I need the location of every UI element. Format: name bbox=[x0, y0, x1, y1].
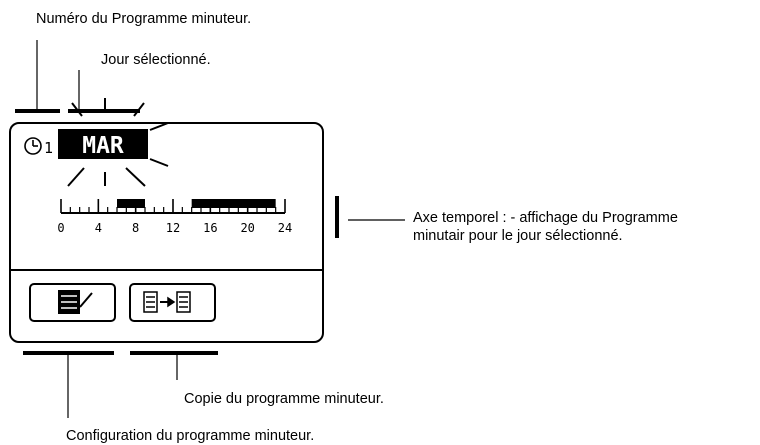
time-axis-tick-label: 24 bbox=[278, 221, 292, 235]
copy-program-icon bbox=[143, 291, 191, 313]
label-time-axis-line1: Axe temporel : - affichage du Programme bbox=[413, 210, 678, 226]
time-axis-tick-label: 20 bbox=[240, 221, 254, 235]
configure-program-button[interactable] bbox=[29, 283, 116, 322]
label-selected-day: Jour sélectionné. bbox=[101, 52, 211, 68]
time-axis-tick-label: 8 bbox=[132, 221, 139, 235]
clock-icon bbox=[24, 137, 42, 155]
time-axis: 0 4 8 12 16 20 24 bbox=[57, 199, 292, 235]
time-axis-tick-label: 4 bbox=[95, 221, 102, 235]
time-axis-tick-label: 0 bbox=[57, 221, 64, 235]
time-axis-tick-label: 12 bbox=[166, 221, 180, 235]
program-active-segment bbox=[191, 199, 276, 208]
label-copy-program: Copie du programme minuteur. bbox=[184, 391, 384, 407]
blink-rays bbox=[67, 98, 169, 187]
label-program-number: Numéro du Programme minuteur. bbox=[36, 11, 252, 27]
selected-day: MAR bbox=[82, 133, 124, 159]
label-configure-program: Configuration du programme minuteur. bbox=[66, 428, 315, 444]
program-number: 1 bbox=[44, 139, 53, 157]
label-time-axis-line2: minutair pour le jour sélectionné. bbox=[413, 228, 623, 244]
day-highlight bbox=[58, 129, 148, 159]
copy-program-button[interactable] bbox=[129, 283, 216, 322]
program-active-segment bbox=[117, 199, 145, 208]
edit-program-icon bbox=[58, 290, 93, 314]
time-axis-tick-label: 16 bbox=[203, 221, 217, 235]
